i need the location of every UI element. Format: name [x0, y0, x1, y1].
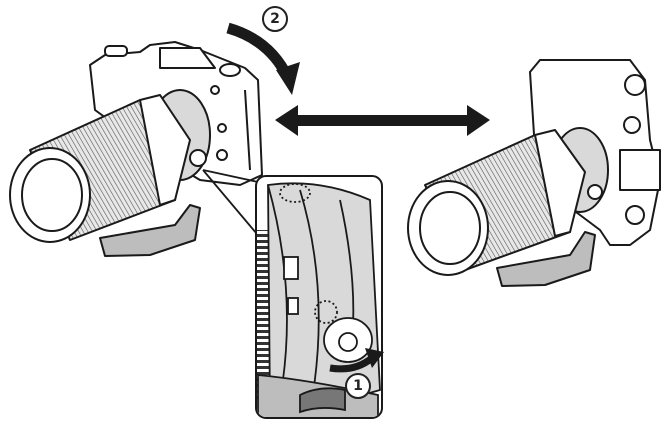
index-mark-knob	[314, 300, 338, 324]
orientation-double-arrow	[275, 105, 490, 136]
step-label-2: 2	[262, 6, 288, 32]
callout-lines	[202, 169, 263, 241]
knob-turn-arrow	[329, 355, 375, 373]
tripod-foot	[99, 204, 201, 257]
camera-portrait	[407, 59, 661, 287]
tripod-collar-detail	[255, 175, 384, 419]
tripod-foot	[496, 231, 596, 287]
step-label-1: 1	[345, 373, 371, 399]
camera-landscape	[9, 41, 263, 257]
index-mark-top	[279, 183, 311, 203]
rotation-arrowhead	[276, 62, 300, 95]
